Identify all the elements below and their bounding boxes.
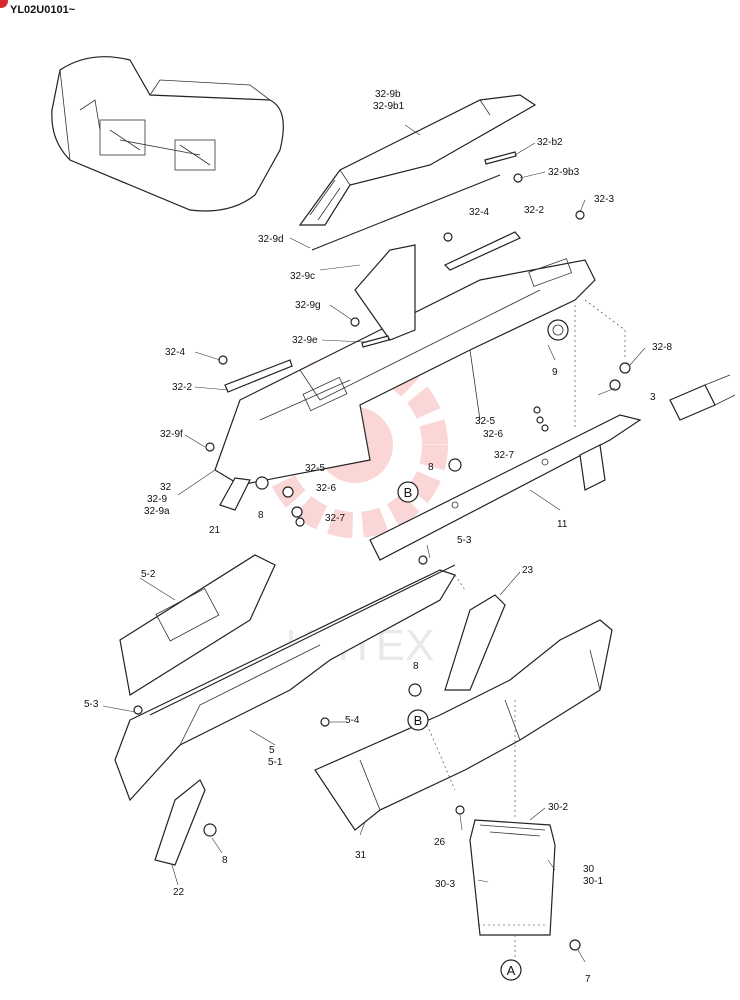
console-body-32: [214, 258, 596, 486]
handle-32-2: [224, 231, 521, 393]
label-32-b2: 32-b2: [537, 137, 563, 148]
panel-5-2: [119, 554, 276, 696]
label-32-2-left: 32-2: [172, 382, 192, 393]
label-32-9d: 32-9d: [258, 234, 284, 245]
label-32-5-left: 32-5: [305, 463, 325, 474]
label-32-9b3: 32-9b3: [548, 167, 580, 178]
panel-5: [114, 564, 456, 802]
label-30: 30: [583, 864, 595, 875]
bracket-21: [219, 477, 251, 511]
label-9: 9: [552, 367, 558, 378]
machine-overview: [51, 56, 284, 212]
label-32-4-top: 32-4: [469, 207, 489, 218]
label-32: 32: [160, 482, 172, 493]
label-32-6-left: 32-6: [316, 483, 336, 494]
label-32-9e: 32-9e: [292, 335, 318, 346]
label-32-8: 32-8: [652, 342, 672, 353]
label-8-b: 8: [428, 462, 434, 473]
label-8-c: 8: [413, 661, 419, 672]
bracket-22: [154, 779, 206, 866]
label-5-3-left: 5-3: [84, 699, 99, 710]
circle-a: A: [500, 959, 522, 981]
filter-box-30: [469, 819, 556, 936]
leader-lines: [102, 124, 646, 963]
upper-cover-32-9b: [298, 94, 537, 251]
cable-connector: [669, 374, 736, 421]
label-5-3-top: 5-3: [457, 535, 472, 546]
label-32-6-right: 32-6: [483, 429, 503, 440]
bracket-11: [369, 414, 642, 561]
circle-b-top: B: [397, 481, 419, 503]
page-code: YL02U0101~: [10, 4, 76, 16]
label-30-1: 30-1: [583, 876, 603, 887]
label-b-top: B: [404, 485, 413, 500]
label-32-7-right: 32-7: [494, 450, 514, 461]
corner-badge: [0, 0, 8, 8]
label-b-mid: B: [414, 713, 423, 728]
label-5-4: 5-4: [345, 715, 360, 726]
label-32-2-top: 32-2: [524, 205, 544, 216]
label-32-9: 32-9: [147, 494, 167, 505]
label-32-5-right: 32-5: [475, 416, 495, 427]
label-a: A: [507, 963, 516, 978]
label-5-2: 5-2: [141, 569, 156, 580]
label-3: 3: [650, 392, 656, 403]
label-32-9g: 32-9g: [295, 300, 321, 311]
label-32-4-left: 32-4: [165, 347, 185, 358]
fasteners: [133, 151, 631, 951]
bracket-23: [444, 594, 506, 691]
label-30-3: 30-3: [435, 879, 455, 890]
label-8-a: 8: [258, 510, 264, 521]
assembly-lines: [424, 299, 626, 960]
label-8-d: 8: [222, 855, 228, 866]
duct-31: [314, 619, 613, 831]
label-11: 11: [557, 519, 568, 530]
label-30-2: 30-2: [548, 802, 568, 813]
label-32-9b1: 32-9b1: [373, 101, 405, 112]
label-32-3: 32-3: [594, 194, 614, 205]
label-5-1: 5-1: [268, 757, 283, 768]
label-21: 21: [209, 525, 221, 536]
label-32-9f: 32-9f: [160, 429, 183, 440]
label-32-9b: 32-9b: [375, 89, 401, 100]
label-31: 31: [355, 850, 367, 861]
label-32-9c: 32-9c: [290, 271, 315, 282]
circle-b-mid: B: [407, 709, 429, 731]
label-32-9a: 32-9a: [144, 506, 170, 517]
label-22: 22: [173, 887, 185, 898]
callout-labels: 32-9b 32-9b1 32-b2 32-9b3 32-3 32-4 32-2…: [84, 89, 672, 985]
label-5: 5: [269, 745, 275, 756]
label-7: 7: [585, 974, 591, 985]
label-23: 23: [522, 565, 534, 576]
label-32-7-left: 32-7: [325, 513, 345, 524]
side-panel-32-9c: [354, 244, 416, 341]
label-26: 26: [434, 837, 446, 848]
